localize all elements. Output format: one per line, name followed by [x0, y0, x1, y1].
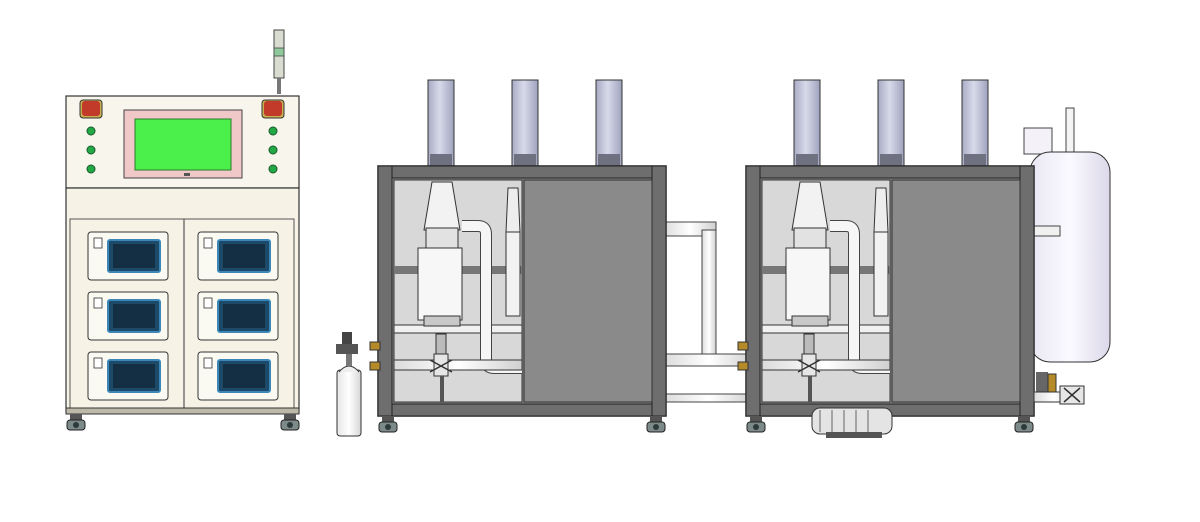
emergency-stop-icon	[261, 99, 285, 119]
caster-wheel-icon	[1014, 415, 1034, 433]
control-cabinet	[65, 29, 300, 431]
indicator-led-group	[86, 126, 278, 174]
process-module-2	[737, 79, 1085, 438]
chimney-group	[427, 79, 623, 167]
controller-unit	[87, 231, 169, 281]
emergency-stop-icon	[79, 99, 103, 119]
caster-wheel-icon	[66, 413, 86, 431]
caster-wheel-icon	[378, 415, 398, 433]
controller-unit	[87, 291, 169, 341]
touch-screen	[123, 109, 243, 179]
indicator-led-icon	[86, 126, 96, 136]
indicator-led-icon	[268, 145, 278, 155]
caster-wheel-icon	[746, 415, 766, 433]
controller-unit	[197, 291, 279, 341]
controller-unit	[197, 351, 279, 401]
storage-tank	[1023, 107, 1111, 392]
gas-cylinder-icon	[336, 332, 362, 437]
controller-unit	[197, 231, 279, 281]
caster-wheel-icon	[646, 415, 666, 433]
valve-icon	[797, 333, 821, 377]
indicator-led-icon	[86, 145, 96, 155]
chimney-group	[793, 79, 989, 167]
valve-icon	[429, 333, 453, 377]
process-module-1	[369, 79, 667, 433]
indicator-led-icon	[268, 126, 278, 136]
inter-module-piping	[663, 221, 755, 403]
valve-icon	[1033, 373, 1085, 405]
caster-wheel-icon	[280, 413, 300, 431]
signal-tower-icon	[273, 29, 285, 94]
indicator-led-icon	[86, 164, 96, 174]
indicator-led-icon	[268, 164, 278, 174]
pump-motor-icon	[811, 407, 893, 438]
controller-unit	[87, 351, 169, 401]
cabinet-base	[65, 407, 300, 415]
